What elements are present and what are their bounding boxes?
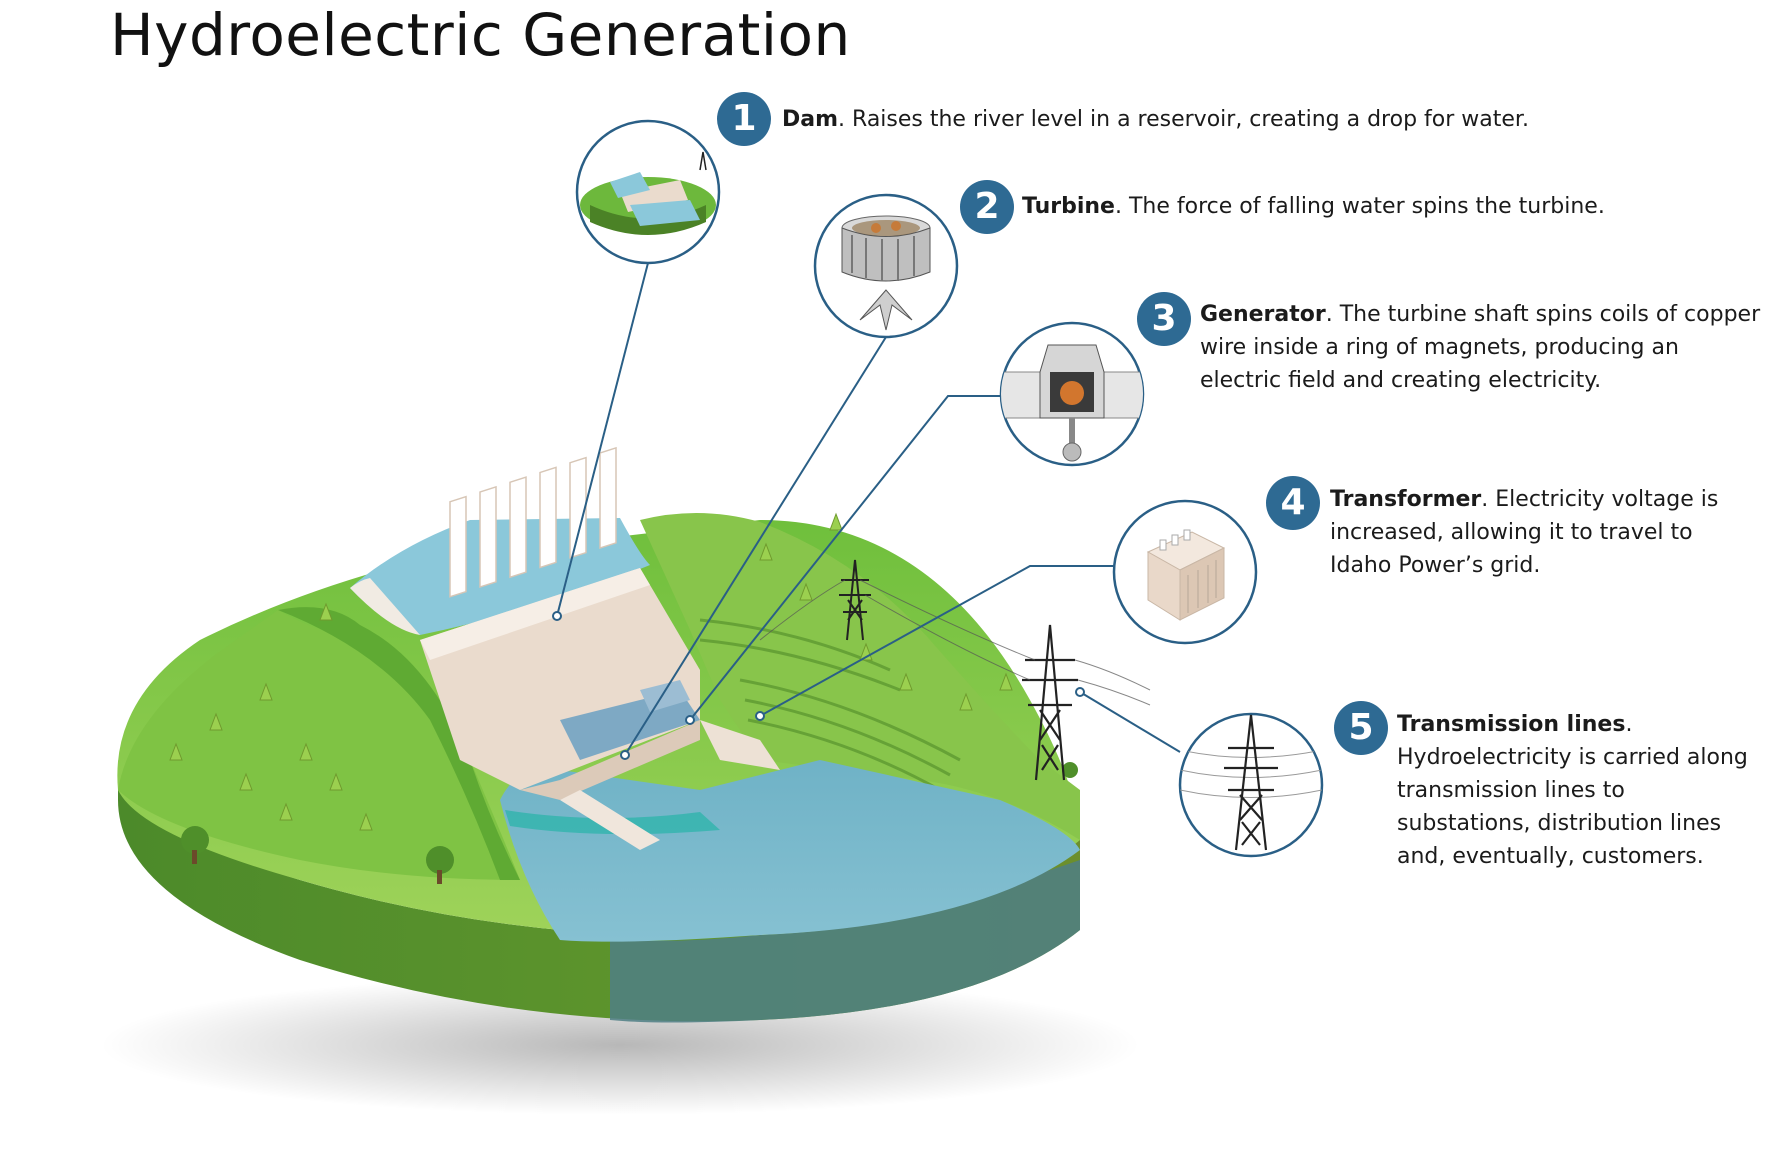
step-1-text: Dam. Raises the river level in a reservo… (782, 103, 1682, 136)
step-5-badge: 5 (1334, 701, 1388, 755)
step-2-text: Turbine. The force of falling water spin… (1022, 190, 1722, 223)
step-2-description: . The force of falling water spins the t… (1114, 194, 1605, 219)
step-3-label: Generator (1200, 302, 1326, 327)
step-1-description: . Raises the river level in a reservoir,… (838, 107, 1529, 132)
step-5-description: . Hydroelectricity is carried along tran… (1397, 712, 1748, 869)
step-1-label: Dam (782, 107, 839, 132)
step-1-badge: 1 (717, 92, 771, 146)
turbine-icon (813, 193, 959, 339)
step-4-text: Transformer. Electricity voltage is incr… (1330, 483, 1730, 582)
callout-dots (552, 611, 1085, 760)
trees (169, 512, 1013, 831)
left-hill (118, 610, 520, 880)
generator-icon (999, 321, 1145, 467)
step-3-text: Generator. The turbine shaft spins coils… (1200, 298, 1764, 397)
transformer-icon (1112, 499, 1258, 645)
transmission-tower-icon (1178, 712, 1324, 858)
callout-lines (556, 262, 1181, 756)
left-hill-ridge (278, 607, 520, 880)
step-5-label: Transmission lines (1397, 712, 1626, 737)
lower-reservoir (500, 760, 1080, 942)
page-title: Hydroelectric Generation (110, 1, 851, 69)
round-trees (181, 762, 1078, 884)
step-4-label: Transformer (1330, 487, 1482, 512)
dam-structure (420, 446, 780, 850)
dam-thumbnail-icon (575, 119, 721, 265)
step-5-text: Transmission lines. Hydroelectricity is … (1397, 708, 1763, 873)
step-2-label: Turbine (1022, 194, 1115, 219)
step-4-description: . Electricity voltage is increased, allo… (1330, 487, 1719, 578)
reservoir-bank (350, 578, 420, 635)
island-shadow (100, 975, 1140, 1115)
step-3-description: . The turbine shaft spins coils of coppe… (1200, 302, 1761, 393)
step-4-badge: 4 (1266, 476, 1320, 530)
power-lines (759, 579, 1151, 706)
step-3-badge: 3 (1137, 292, 1191, 346)
island-tower-large (1022, 624, 1078, 781)
step-2-badge: 2 (960, 180, 1014, 234)
